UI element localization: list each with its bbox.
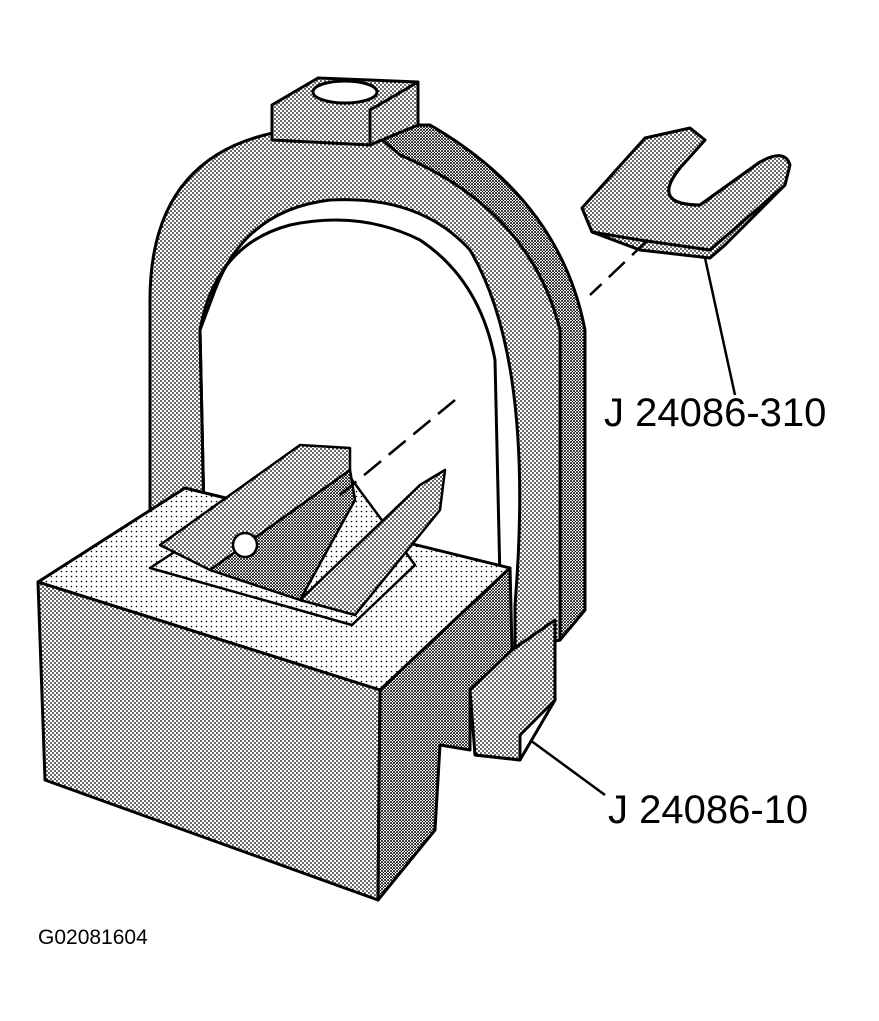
holder-left-rail <box>158 443 352 572</box>
part-label-shim: J 24086-310 <box>604 391 827 435</box>
shim-body <box>580 126 792 260</box>
holder-pin <box>231 531 259 559</box>
shim-holder <box>148 443 447 627</box>
boss-hole <box>311 79 379 105</box>
leader-fixture <box>529 738 606 797</box>
assembly-dash-line <box>339 239 649 496</box>
holder-center-slot <box>208 468 357 602</box>
base-side-face <box>376 566 514 902</box>
arch-top-boss <box>270 76 420 147</box>
arch-frame <box>148 76 587 652</box>
figure-id: G02081604 <box>38 926 148 949</box>
leader-lines <box>529 257 737 797</box>
leader-shim <box>703 257 737 396</box>
arch-inner-edge <box>198 218 502 581</box>
arch-front-band <box>363 123 587 642</box>
shim-u-cutout <box>667 160 761 207</box>
base-block <box>36 486 557 902</box>
holder-right-rail <box>298 468 447 617</box>
assembly-line <box>339 239 649 496</box>
shim-part <box>580 126 792 260</box>
part-label-fixture: J 24086-10 <box>608 788 809 832</box>
arch-outer-face <box>148 123 587 652</box>
